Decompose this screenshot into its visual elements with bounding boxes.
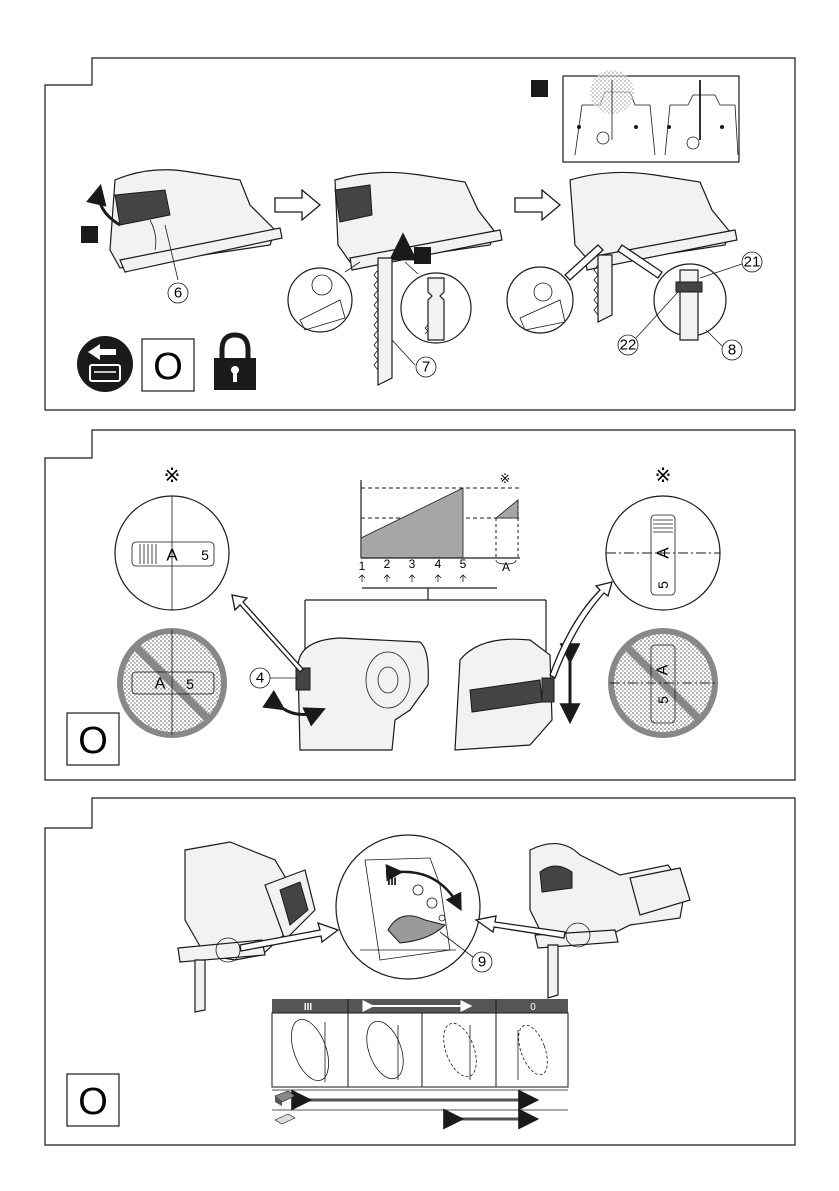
- speed-range-chart: [361, 480, 520, 558]
- svg-text:A: A: [166, 546, 178, 565]
- svg-text:5: 5: [201, 547, 209, 563]
- svg-text:3: 3: [409, 557, 416, 571]
- svg-text:III: III: [304, 1002, 313, 1013]
- svg-text:5: 5: [655, 696, 671, 704]
- jigsaw-step-1: [81, 170, 282, 280]
- dial-horizontal-correct: A 5: [115, 496, 229, 610]
- svg-text:O: O: [153, 346, 183, 388]
- svg-text:O: O: [78, 720, 108, 762]
- svg-text:5: 5: [460, 557, 467, 571]
- svg-text:22: 22: [620, 337, 637, 354]
- mode-symbol-box-2: O: [67, 713, 119, 765]
- panel-speed-dial: ※ ※ ※ A 5 A 5 1 2 3 4 5 A: [0, 420, 839, 790]
- jigsaw-right-view: [476, 844, 690, 998]
- zoom-pointer-right: [550, 582, 612, 678]
- blade-alignment-inset: [531, 70, 739, 162]
- callout-6: 6: [168, 283, 188, 303]
- svg-text:4: 4: [256, 670, 264, 687]
- mode-symbol-box-3: O: [67, 1074, 119, 1126]
- svg-text:8: 8: [728, 342, 736, 359]
- jigsaw-side-closeup: [282, 638, 428, 750]
- panel-blade-installation: 6 7: [0, 0, 839, 420]
- callout-7: 7: [416, 357, 436, 377]
- metal-icon: [275, 1114, 295, 1124]
- jigsaw-left-view: [178, 842, 338, 1012]
- svg-text:6: 6: [174, 285, 182, 302]
- svg-text:0: 0: [530, 1002, 536, 1013]
- orbital-setting-table: III 0: [272, 999, 568, 1087]
- svg-text:A: A: [655, 664, 672, 675]
- callout-4: 4: [250, 668, 298, 688]
- svg-text:9: 9: [478, 954, 486, 971]
- material-rows: [272, 1090, 568, 1119]
- svg-text:2: 2: [384, 557, 391, 571]
- svg-text:4: 4: [435, 557, 442, 571]
- step-arrow-1: [275, 190, 320, 220]
- dial-horizontal-incorrect: A 5: [120, 630, 224, 735]
- dial-vertical-incorrect: A 5: [610, 631, 716, 735]
- svg-text:A: A: [502, 560, 510, 574]
- svg-text:III: III: [387, 876, 396, 888]
- lock-icon: [214, 335, 256, 390]
- panel-frame: [45, 798, 795, 1145]
- battery-removed-icon: [77, 336, 133, 392]
- wood-icon: [275, 1091, 295, 1106]
- svg-text:7: 7: [422, 359, 430, 376]
- step-arrow-2: [515, 190, 560, 220]
- reference-mark-right: ※: [655, 465, 672, 487]
- jigsaw-rear-closeup: [455, 639, 570, 750]
- callout-21: 21: [700, 252, 762, 278]
- callout-9: 9: [440, 932, 492, 972]
- svg-text:5: 5: [655, 581, 671, 589]
- svg-text:O: O: [78, 1081, 108, 1123]
- orbital-lever-closeup: III: [336, 835, 480, 979]
- svg-text:21: 21: [744, 254, 761, 271]
- panel-orbital-action: III 9 III 0: [0, 790, 839, 1190]
- dial-vertical-correct: A 5: [606, 496, 720, 610]
- mode-symbol-box-1: O: [142, 339, 194, 391]
- reference-mark-chart: ※: [500, 471, 511, 486]
- svg-text:A: A: [654, 547, 673, 559]
- svg-text:A: A: [155, 676, 166, 693]
- callout-8: 8: [706, 330, 742, 360]
- svg-text:5: 5: [186, 676, 194, 692]
- reference-mark-left: ※: [164, 465, 181, 487]
- svg-text:1: 1: [359, 559, 366, 573]
- callout-22: 22: [618, 292, 678, 355]
- zoom-pointer-left: [232, 595, 303, 672]
